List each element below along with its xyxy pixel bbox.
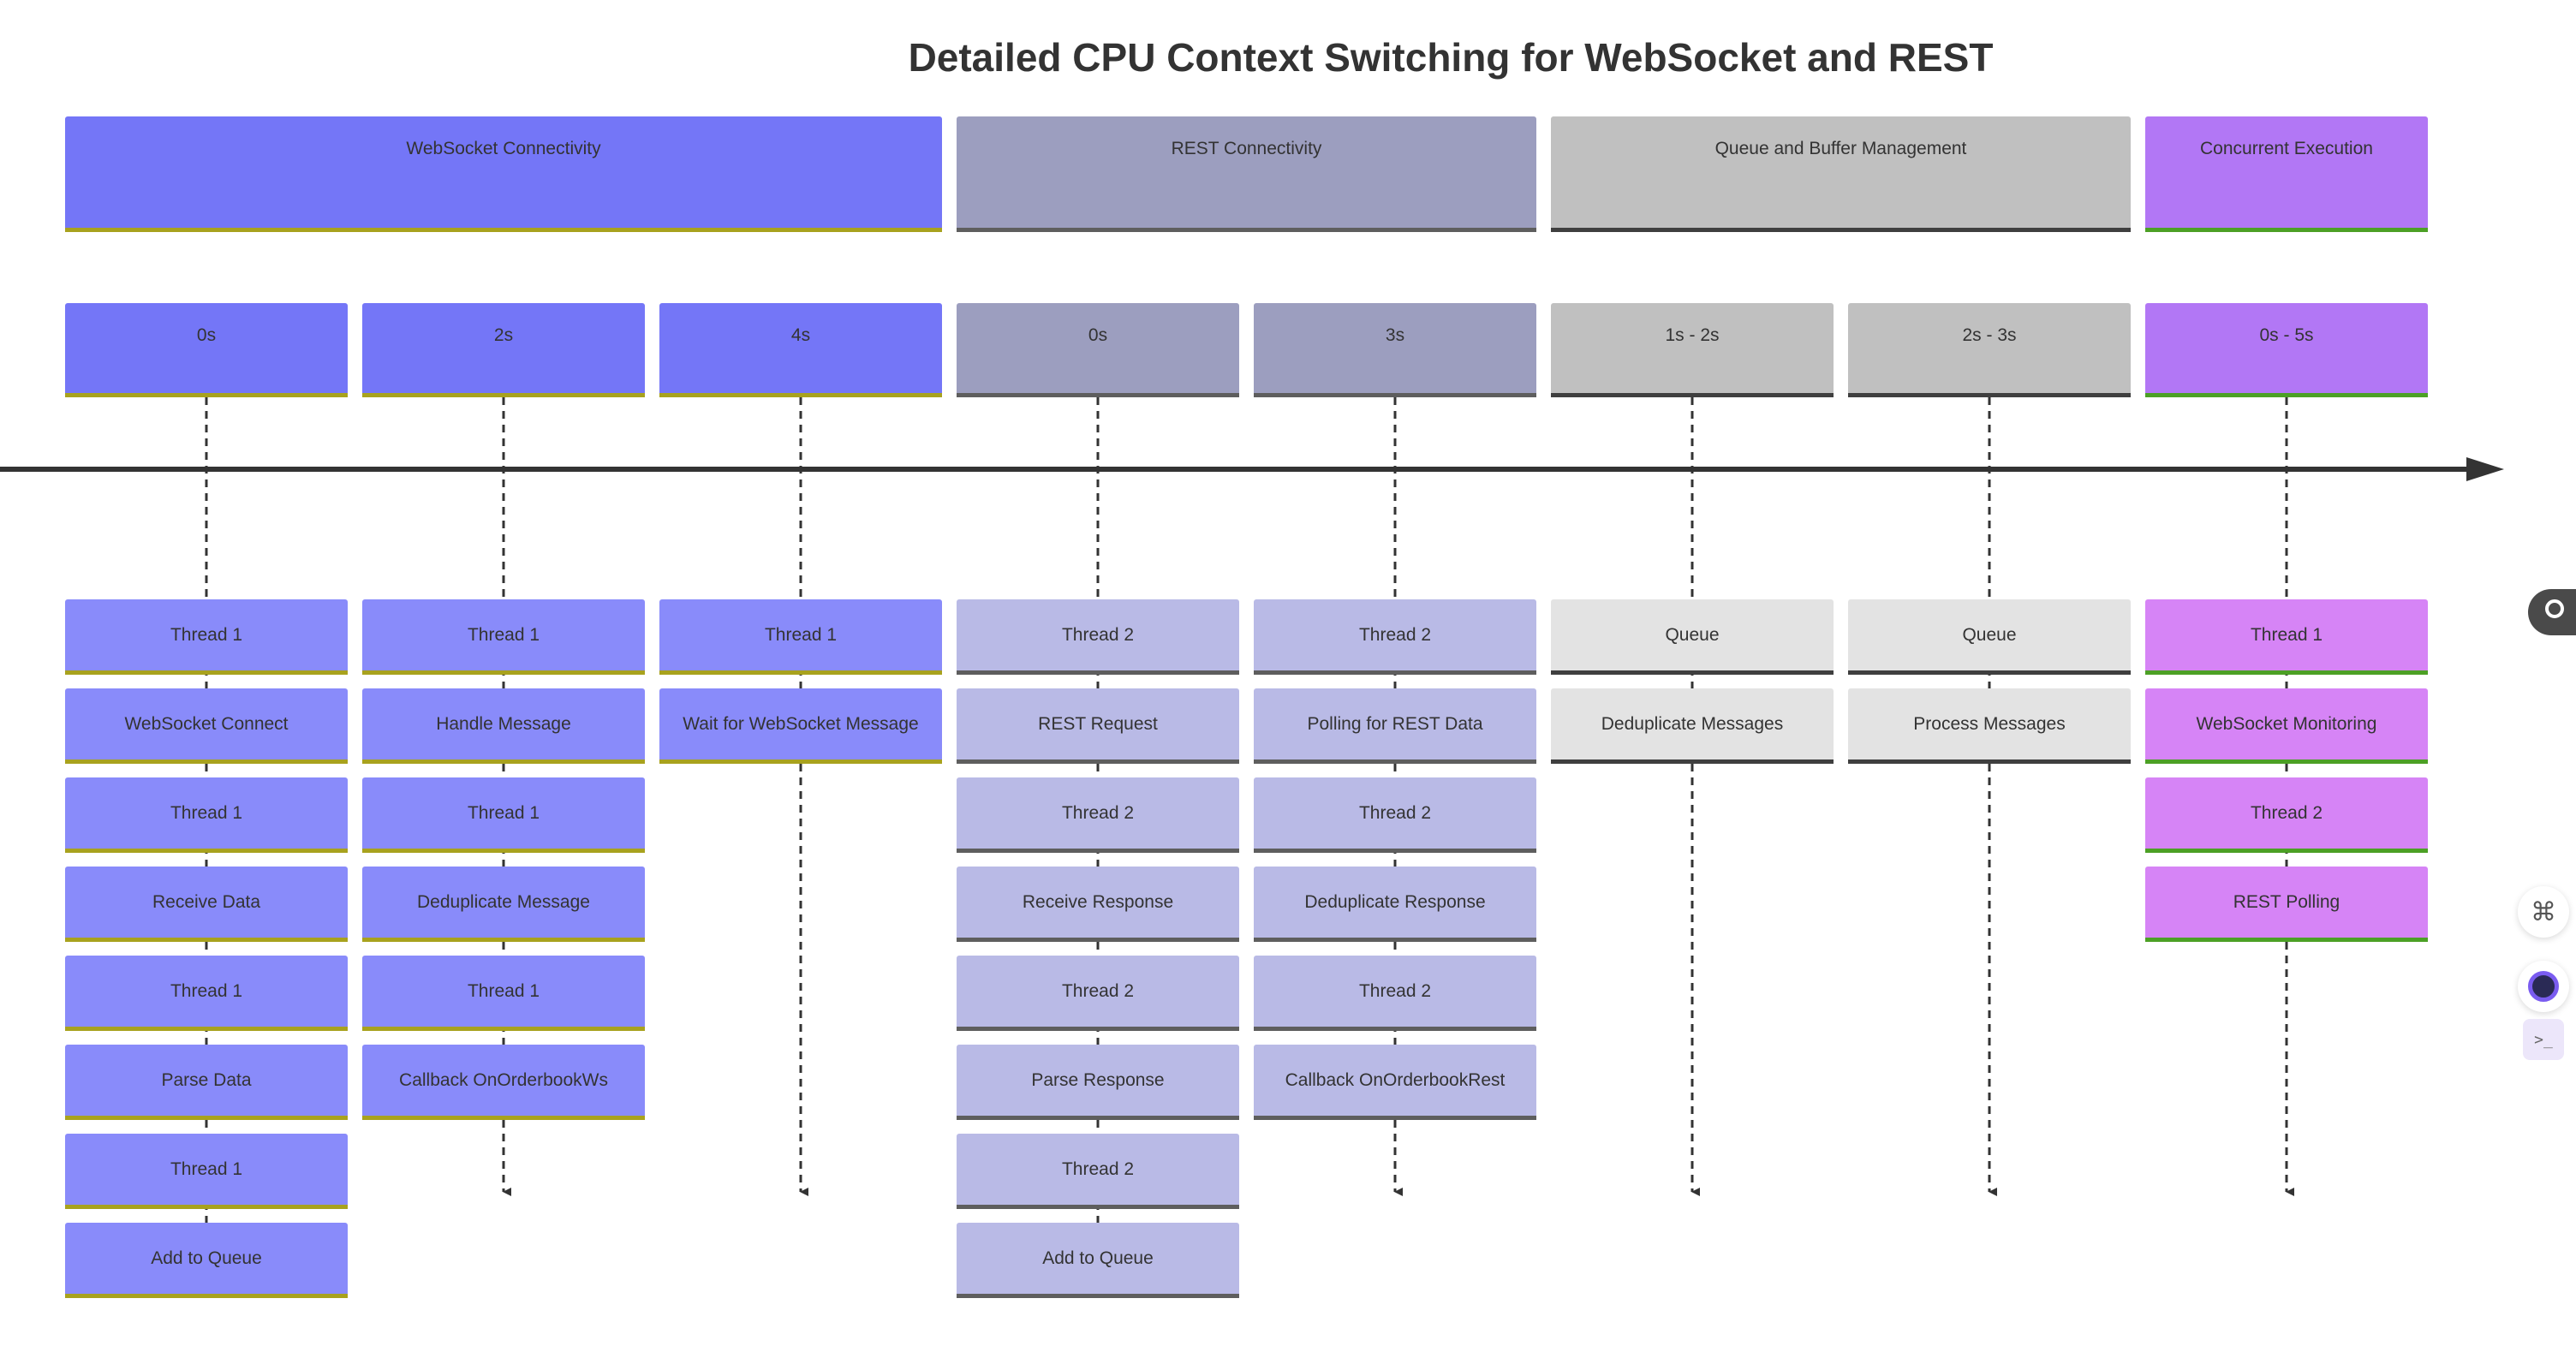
period-header: 0s	[65, 303, 348, 397]
event-box: Polling for REST Data	[1254, 688, 1536, 764]
event-box: Thread 2	[1254, 777, 1536, 853]
event-box: Add to Queue	[65, 1223, 348, 1298]
section-header: WebSocket Connectivity	[65, 116, 942, 232]
event-box: Callback OnOrderbookRest	[1254, 1045, 1536, 1120]
event-box: Thread 2	[957, 777, 1239, 853]
period-header: 0s	[957, 303, 1239, 397]
event-box: Thread 1	[362, 956, 645, 1031]
event-box: REST Polling	[2145, 867, 2428, 942]
event-box: Thread 2	[2145, 777, 2428, 853]
event-box: Thread 2	[957, 1134, 1239, 1209]
event-box: Receive Response	[957, 867, 1239, 942]
event-box: Thread 1	[362, 777, 645, 853]
event-box: Thread 2	[1254, 599, 1536, 675]
bot-face	[2528, 971, 2559, 1002]
event-box: REST Request	[957, 688, 1239, 764]
event-box: WebSocket Connect	[65, 688, 348, 764]
event-box: Receive Data	[65, 867, 348, 942]
zoom-badge[interactable]	[2528, 589, 2576, 635]
command-icon[interactable]: ⌘	[2518, 886, 2569, 938]
section-header: Concurrent Execution	[2145, 116, 2428, 232]
assistant-bot-icon[interactable]	[2518, 961, 2569, 1012]
period-header: 0s - 5s	[2145, 303, 2428, 397]
event-box: Thread 2	[957, 956, 1239, 1031]
event-box: Thread 2	[957, 599, 1239, 675]
event-box: Wait for WebSocket Message	[659, 688, 942, 764]
event-box: Thread 1	[2145, 599, 2428, 675]
event-box: Handle Message	[362, 688, 645, 764]
terminal-icon[interactable]: >_	[2523, 1019, 2564, 1060]
event-box: Add to Queue	[957, 1223, 1239, 1298]
event-box: Parse Response	[957, 1045, 1239, 1120]
timeline-axis-arrowhead	[2466, 457, 2504, 481]
event-box: Process Messages	[1848, 688, 2131, 764]
period-header: 2s	[362, 303, 645, 397]
event-box: Parse Data	[65, 1045, 348, 1120]
section-header: Queue and Buffer Management	[1551, 116, 2131, 232]
page-title: Detailed CPU Context Switching for WebSo…	[908, 35, 1994, 80]
event-box: Thread 1	[65, 1134, 348, 1209]
event-box: Queue	[1848, 599, 2131, 675]
event-box: Thread 1	[65, 599, 348, 675]
period-header: 1s - 2s	[1551, 303, 1834, 397]
period-header: 4s	[659, 303, 942, 397]
period-header: 2s - 3s	[1848, 303, 2131, 397]
period-header: 3s	[1254, 303, 1536, 397]
event-box: Thread 1	[659, 599, 942, 675]
event-box: Deduplicate Message	[362, 867, 645, 942]
event-box: Thread 1	[362, 599, 645, 675]
event-box: Queue	[1551, 599, 1834, 675]
event-box: WebSocket Monitoring	[2145, 688, 2428, 764]
event-box: Thread 1	[65, 956, 348, 1031]
event-box: Callback OnOrderbookWs	[362, 1045, 645, 1120]
event-box: Deduplicate Messages	[1551, 688, 1834, 764]
event-box: Deduplicate Response	[1254, 867, 1536, 942]
event-box: Thread 1	[65, 777, 348, 853]
section-header: REST Connectivity	[957, 116, 1536, 232]
event-box: Thread 2	[1254, 956, 1536, 1031]
search-icon	[2545, 599, 2564, 618]
